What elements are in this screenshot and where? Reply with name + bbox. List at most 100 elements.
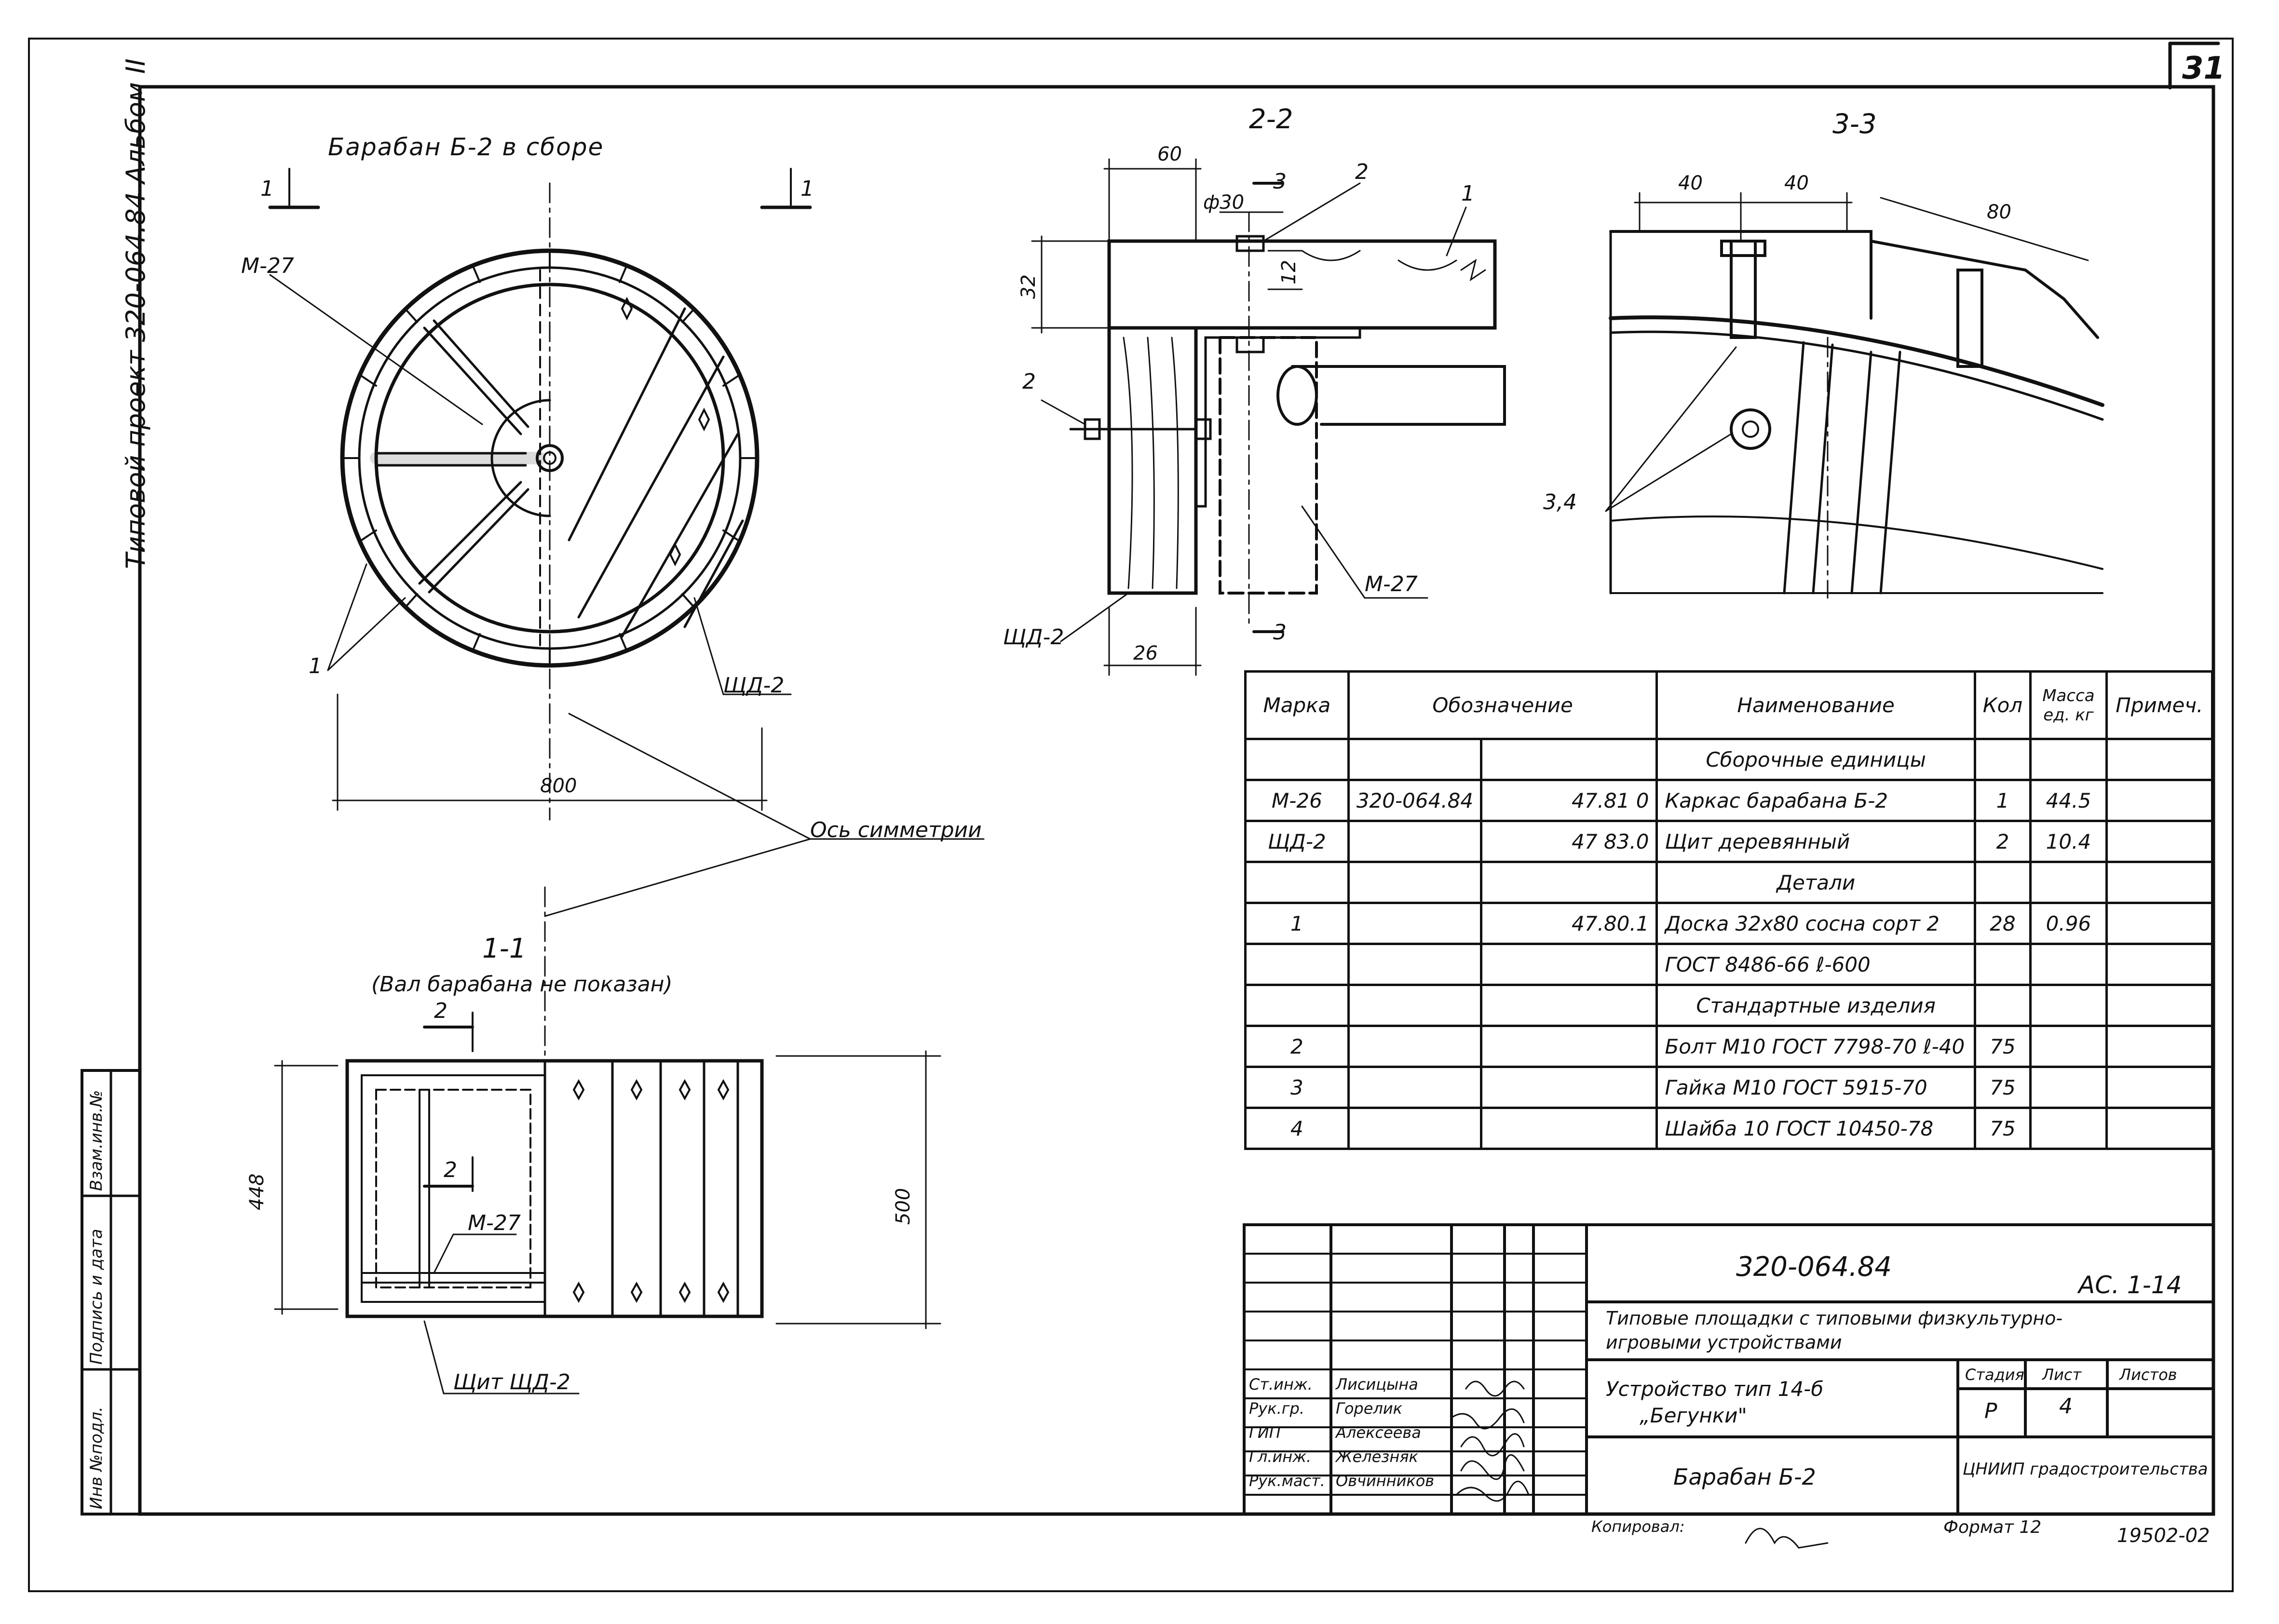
spec-cell-code xyxy=(1347,984,1483,1027)
spec-cell-note xyxy=(2105,861,2214,904)
title-block-grid xyxy=(1243,1223,2215,1516)
tb-drawing-name: Барабан Б-2 xyxy=(1673,1464,1816,1490)
section-2-2-title: 2-2 xyxy=(1249,104,1293,135)
spec-cell-name: Каркас барабана Б-2 xyxy=(1655,779,1976,822)
tb-person-name: Овчинников xyxy=(1336,1472,1435,1490)
section-marker-2-top: 2 xyxy=(434,999,448,1023)
section-marker-1-right: 1 xyxy=(800,176,814,201)
spec-cell-qty: 28 xyxy=(1973,902,2032,945)
tb-sheet-code: АС. 1-14 xyxy=(2078,1271,2182,1299)
spec-cell-qty xyxy=(1973,984,2032,1027)
spec-cell-mass xyxy=(2029,1066,2108,1109)
side-stamp: Типовой проект 320-064.84 Альбом II xyxy=(121,58,151,569)
hdr-mass: Масса ед. кг xyxy=(2029,670,2108,740)
label-2-22-top: 2 xyxy=(1355,160,1369,184)
spec-cell-num xyxy=(1480,943,1658,986)
hdr-name: Наименование xyxy=(1655,670,1976,740)
tb-person-role: ГИП xyxy=(1249,1423,1281,1442)
spec-cell-mark: 1 xyxy=(1244,902,1350,945)
spec-cell-name: ГОСТ 8486-66 ℓ-600 xyxy=(1655,943,1976,986)
dim-60: 60 xyxy=(1157,143,1182,165)
spec-cell-mark: 2 xyxy=(1244,1025,1350,1068)
label-m27-main: М-27 xyxy=(241,254,294,278)
tb-object-1: Устройство тип 14-б xyxy=(1606,1377,1824,1401)
spec-cell-mark xyxy=(1244,943,1350,986)
section-3-3-title: 3-3 xyxy=(1832,108,1877,140)
specification-table: Марка Обозначение Наименование Кол Масса… xyxy=(1244,670,2214,1150)
spec-cell-num xyxy=(1480,861,1658,904)
spec-cell-code xyxy=(1347,902,1483,945)
spec-cell-mark xyxy=(1244,738,1350,781)
label-shd2-main: ЩД-2 xyxy=(723,673,785,698)
label-1-22: 1 xyxy=(1461,181,1475,206)
spec-cell-name: Сборочные единицы xyxy=(1655,738,1976,781)
spec-cell-mark: 4 xyxy=(1244,1107,1350,1150)
spec-cell-num xyxy=(1480,984,1658,1027)
spec-row: Сборочные единицы xyxy=(1244,738,2214,781)
tb-person-name: Горелик xyxy=(1336,1399,1402,1418)
spec-cell-code xyxy=(1347,1107,1483,1150)
spec-cell-name: Стандартные изделия xyxy=(1655,984,1976,1027)
spec-cell-name: Детали xyxy=(1655,861,1976,904)
section-marker-1-left: 1 xyxy=(260,176,274,201)
spec-cell-mass: 10.4 xyxy=(2029,820,2108,863)
spec-row: ГОСТ 8486-66 ℓ-600 xyxy=(1244,943,2214,986)
spec-cell-code xyxy=(1347,943,1483,986)
spec-cell-mass: 44.5 xyxy=(2029,779,2108,822)
spec-cell-mass xyxy=(2029,1025,2108,1068)
axis-label: Ось симметрии xyxy=(810,818,982,842)
section-2-2-view xyxy=(1031,158,1506,676)
spec-cell-note xyxy=(2105,779,2214,822)
spec-cell-mark xyxy=(1244,984,1350,1027)
spec-cell-mass xyxy=(2029,861,2108,904)
tb-person-role: Рук.маст. xyxy=(1249,1472,1325,1490)
spec-cell-note xyxy=(2105,943,2214,986)
dim-32: 32 xyxy=(1017,274,1040,299)
signatures xyxy=(1451,1380,1829,1549)
spec-cell-code xyxy=(1347,861,1483,904)
tb-person-name: Алексеева xyxy=(1336,1423,1421,1442)
spec-cell-num: 47.81 0 xyxy=(1480,779,1658,822)
dim-30: ф30 xyxy=(1203,191,1245,214)
spec-row: Детали xyxy=(1244,861,2214,904)
spec-cell-qty: 2 xyxy=(1973,820,2032,863)
hdr-code: Обозначение xyxy=(1347,670,1658,740)
spec-cell-note xyxy=(2105,902,2214,945)
spec-cell-qty: 75 xyxy=(1973,1107,2032,1150)
spec-cell-code xyxy=(1347,820,1483,863)
spec-cell-num xyxy=(1480,738,1658,781)
tb-project-code: 320-064.84 xyxy=(1736,1251,1892,1283)
tb-organization: ЦНИИП градостроительства xyxy=(1963,1460,2208,1479)
spec-cell-mass xyxy=(2029,1107,2108,1150)
tb-person-name: Лисицына xyxy=(1336,1375,1418,1394)
spec-cell-code xyxy=(1347,738,1483,781)
section-marker-3-top: 3 xyxy=(1273,169,1287,194)
label-1-main: 1 xyxy=(309,654,322,678)
dim-40a: 40 xyxy=(1678,172,1703,194)
section-marker-2-mid: 2 xyxy=(444,1158,457,1182)
spec-cell-qty: 75 xyxy=(1973,1025,2032,1068)
label-shield: Щит ЩД-2 xyxy=(453,1370,570,1394)
section-3-3-view xyxy=(1605,192,2104,599)
tb-project-name-2: игровыми устройствами xyxy=(1606,1332,1842,1353)
section-1-1-note: (Вал барабана не показан) xyxy=(371,972,673,997)
spec-cell-name: Доска 32x80 сосна сорт 2 xyxy=(1655,902,1976,945)
side-field-sign: Подпись и дата xyxy=(87,1229,106,1365)
spec-cell-mark: ЩД-2 xyxy=(1244,820,1350,863)
spec-cell-note xyxy=(2105,1066,2214,1109)
tb-person-role: Гл.инж. xyxy=(1249,1448,1312,1466)
main-view-title: Барабан Б-2 в сборе xyxy=(328,133,604,161)
spec-cell-name: Гайка М10 ГОСТ 5915-70 xyxy=(1655,1066,1976,1109)
label-shd2-22: ЩД-2 xyxy=(1003,625,1064,650)
spec-cell-mass xyxy=(2029,943,2108,986)
spec-cell-qty xyxy=(1973,861,2032,904)
side-field-replace: Взам.инв.№ xyxy=(87,1090,106,1191)
tb-person-role: Рук.гр. xyxy=(1249,1399,1305,1418)
spec-cell-num: 47 83.0 xyxy=(1480,820,1658,863)
spec-cell-qty: 1 xyxy=(1973,779,2032,822)
